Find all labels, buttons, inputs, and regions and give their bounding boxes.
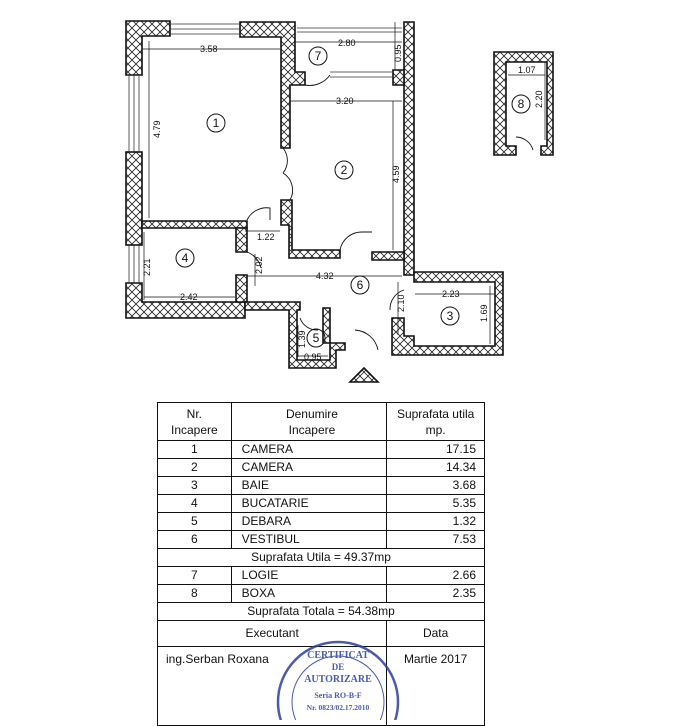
- row-nr: 7: [157, 566, 232, 585]
- row-area: 1.32: [386, 512, 485, 531]
- row-area: 7.53: [386, 530, 485, 549]
- room-numbers: [175, 46, 531, 348]
- row-name: BAIE: [230, 476, 388, 495]
- subtotal: Suprafata Utila = 49.37mp: [157, 548, 485, 567]
- row-name: VESTIBUL: [230, 530, 388, 549]
- row-nr: 8: [157, 584, 232, 603]
- dim-r3-width: 2.23: [442, 289, 460, 299]
- room-label-6: 6: [357, 278, 364, 292]
- row-area: 5.35: [386, 494, 485, 513]
- row-area: 2.35: [386, 584, 485, 603]
- total-row: Suprafata Totala = 54.38mp: [157, 602, 485, 621]
- dim-r5-height: 1.39: [297, 330, 307, 348]
- row-name: DEBARA: [230, 512, 388, 531]
- row-name: BUCATARIE: [230, 494, 388, 513]
- stamp-number: Nr. 0823/02.17.2010: [307, 703, 370, 712]
- date-value: Martie 2017: [386, 646, 485, 726]
- dim-r4-height: 2.21: [142, 258, 152, 276]
- row-area: 14.34: [386, 458, 485, 477]
- dim-hall-height: 2.02: [254, 256, 264, 274]
- dim-r2-width: 3.20: [336, 96, 354, 106]
- row-name: CAMERA: [230, 458, 388, 477]
- row-name: CAMERA: [230, 440, 388, 459]
- subtotal-row: Suprafata Utila = 49.37mp: [157, 548, 485, 567]
- floor-plan: 3.58 4.79 2.80 0.95 3.20 4.59 1.22 2.21 …: [125, 20, 554, 383]
- dim-r4-width: 2.42: [180, 292, 198, 302]
- header-nr: Nr.: [186, 406, 202, 421]
- row-nr: 5: [157, 512, 232, 531]
- dim-r2-height: 4.59: [391, 165, 401, 183]
- row-area: 17.15: [386, 440, 485, 459]
- row-nr: 2: [157, 458, 232, 477]
- header-name: Denumire: [285, 406, 338, 421]
- dim-r8-width: 1.07: [518, 65, 536, 75]
- dim-r5-width: 0.95: [304, 352, 322, 362]
- dim-r7-width: 2.80: [338, 38, 356, 48]
- dim-hall-small: 1.22: [257, 232, 275, 242]
- header-name-2: Incapere: [288, 422, 336, 437]
- row-area: 2.66: [386, 566, 485, 585]
- header-area-2: mp.: [425, 422, 446, 437]
- stamp-series: Seria RO-B-F: [314, 691, 361, 700]
- row-area: 3.68: [386, 476, 485, 495]
- stamp-title-3: AUTORIZARE: [304, 674, 372, 685]
- room-label-4: 4: [182, 251, 189, 265]
- row-nr: 4: [157, 494, 232, 513]
- dim-r1-width: 3.58: [200, 44, 218, 54]
- dimension-lines: [142, 22, 546, 357]
- room-label-8: 8: [518, 97, 525, 111]
- room-label-7: 7: [315, 49, 322, 63]
- row-name: BOXA: [230, 584, 388, 603]
- row-nr: 6: [157, 530, 232, 549]
- dim-r1-height: 4.79: [152, 120, 162, 138]
- row-nr: 3: [157, 476, 232, 495]
- authorization-stamp: CERTIFICAT DE AUTORIZARE Seria RO-B-F Nr…: [276, 640, 400, 720]
- row-name: LOGIE: [230, 566, 388, 585]
- dim-r7-height: 0.95: [393, 44, 403, 62]
- stamp-title-2: DE: [332, 662, 345, 672]
- executant-name: ing.Serban Roxana: [156, 646, 388, 726]
- dim-hall-width: 4.32: [316, 271, 334, 281]
- dim-r8-height: 2.20: [534, 90, 544, 108]
- doors: [246, 74, 534, 351]
- header-area: Suprafata utila: [396, 406, 475, 421]
- windows: [128, 23, 402, 283]
- room-label-2: 2: [341, 163, 348, 177]
- dim-r3-door: 2.10: [396, 294, 406, 312]
- row-nr: 1: [157, 440, 232, 459]
- room-label-3: 3: [447, 309, 454, 323]
- header-nr-2: Incapere: [170, 422, 218, 437]
- walls: [125, 20, 554, 383]
- room-label-1: 1: [213, 116, 220, 130]
- dim-r3-height: 1.69: [479, 304, 489, 322]
- stamp-title-1: CERTIFICAT: [307, 650, 369, 661]
- total: Suprafata Totala = 54.38mp: [157, 602, 485, 621]
- room-label-5: 5: [313, 331, 320, 345]
